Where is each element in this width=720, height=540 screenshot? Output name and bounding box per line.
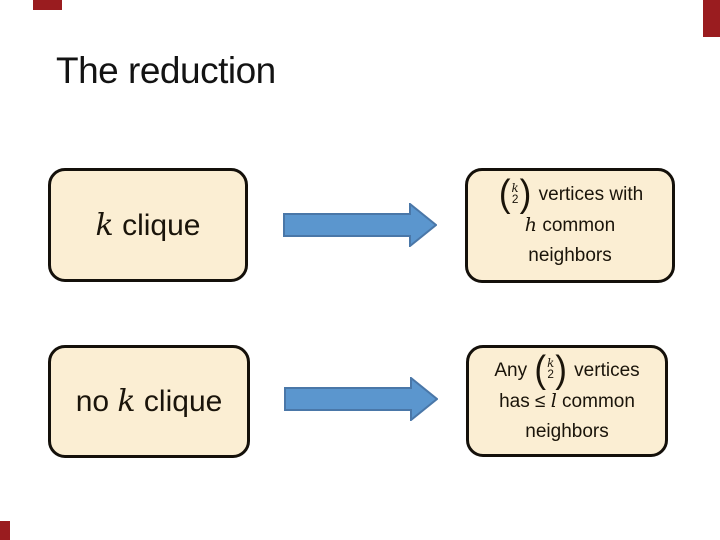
paren-open: ( xyxy=(498,172,511,215)
no-text: no xyxy=(75,385,118,418)
red-accent-right-edge xyxy=(703,0,720,37)
box4-line2: has ≤ l common xyxy=(499,386,635,417)
box-no-k-clique: no k clique xyxy=(48,345,250,458)
common-text: common xyxy=(556,390,635,412)
math-k: k xyxy=(117,384,136,419)
clique-text: clique xyxy=(135,385,223,418)
red-accent-top-left xyxy=(33,0,62,10)
paren-close: ) xyxy=(555,347,567,391)
paren-close: ) xyxy=(519,172,532,215)
right-arrow-shape xyxy=(284,377,438,421)
clique-text: clique xyxy=(113,208,201,242)
any-text: Any xyxy=(494,359,533,381)
binomial-top-k: k xyxy=(511,180,519,195)
binomial-top-k: k xyxy=(547,356,555,371)
has-text: has xyxy=(499,390,535,412)
vertices-with-text: vertices with xyxy=(533,184,644,205)
page-title: The reduction xyxy=(56,50,276,91)
box-k-clique-label: k clique xyxy=(96,208,201,243)
binomial-bottom-2: 2 xyxy=(511,192,519,206)
right-arrow-shape xyxy=(283,203,437,247)
leq-symbol: ≤ xyxy=(534,390,551,412)
box-k-clique: k clique xyxy=(48,168,248,282)
right-arrow-icon xyxy=(283,203,437,247)
math-h: h xyxy=(524,214,538,236)
red-accent-bottom-left xyxy=(0,521,10,540)
math-l: l xyxy=(550,389,557,412)
right-arrow-icon xyxy=(284,377,438,421)
binomial-bottom-2: 2 xyxy=(547,368,554,382)
vertices-text: vertices xyxy=(568,359,640,381)
common-text: common xyxy=(537,215,616,236)
box2-line2: h common xyxy=(525,210,615,241)
math-k: k xyxy=(95,207,114,243)
box-no-k-clique-label: no k clique xyxy=(76,384,223,419)
box4-line3: neighbors xyxy=(525,420,609,442)
box2-line3: neighbors xyxy=(528,245,612,266)
paren-open: ( xyxy=(534,347,547,391)
